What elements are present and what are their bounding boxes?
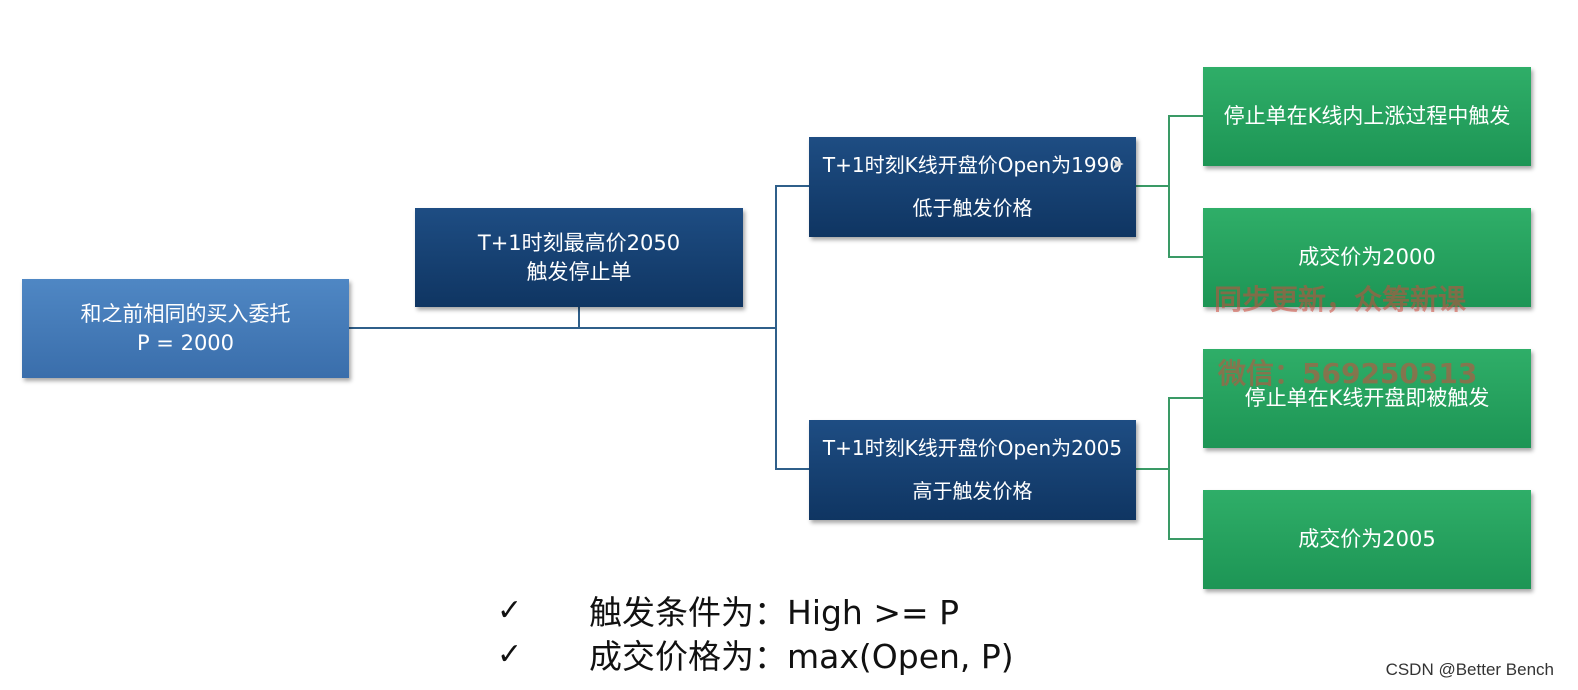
checkmark-icon: ✓ [497,636,523,672]
trigger-line-1: T+1时刻最高价2050 [477,231,681,256]
outcome-box-open-trigger: 停止单在K线开盘即被触发 [1203,349,1531,448]
open-high-line-2: 高于触发价格 [912,478,1033,503]
upper-fork [1168,115,1203,258]
root-line-2: P = 2000 [136,330,235,355]
outcome-label: 停止单在K线内上涨过程中触发 [1223,104,1511,129]
outcome-label: 停止单在K线开盘即被触发 [1244,386,1490,411]
root-line-1: 和之前相同的买入委托 [80,302,291,327]
notes-list: ✓ 触发条件为：High >= P ✓ 成交价格为：max(Open, P) [497,588,1014,677]
open-low-line-2: 低于触发价格 [912,195,1033,220]
outcome-box-fill-2005: 成交价为2005 [1203,490,1531,589]
outcome-box-intrabar-trigger: 停止单在K线内上涨过程中触发 [1203,67,1531,166]
checkmark-icon: ✓ [497,592,523,628]
note-item: ✓ 成交价格为：max(Open, P) [497,632,1014,677]
note-trigger-condition: 触发条件为：High >= P [589,593,960,632]
lower-fork [1168,397,1203,540]
trigger-box: T+1时刻最高价2050 触发停止单 [415,208,743,307]
outcome-box-fill-2000: 成交价为2000 [1203,208,1531,307]
open-low-line-1: T+1时刻K线开盘价Open为1990 [822,153,1123,178]
mouse-cursor-icon: ➤ [1111,154,1125,173]
outcome-label: 成交价为2000 [1298,245,1436,270]
open-high-box: T+1时刻K线开盘价Open为2005 高于触发价格 [809,420,1136,520]
open-high-line-1: T+1时刻K线开盘价Open为2005 [822,436,1123,461]
note-item: ✓ 触发条件为：High >= P [497,588,1014,633]
note-fill-price: 成交价格为：max(Open, P) [589,637,1014,676]
outcome-label: 成交价为2005 [1298,527,1436,552]
trigger-line-2: 触发停止单 [526,259,632,284]
root-order-box: 和之前相同的买入委托 P = 2000 [22,279,349,378]
source-credit: CSDN @Better Bench [1385,660,1554,679]
open-low-box: T+1时刻K线开盘价Open为1990 低于触发价格 [809,137,1136,237]
watermark-line-2: 微信：569250313 [1218,357,1478,390]
branch-connector [775,185,809,470]
watermark-line-1: 同步更新，众筹新课 [1214,283,1467,316]
